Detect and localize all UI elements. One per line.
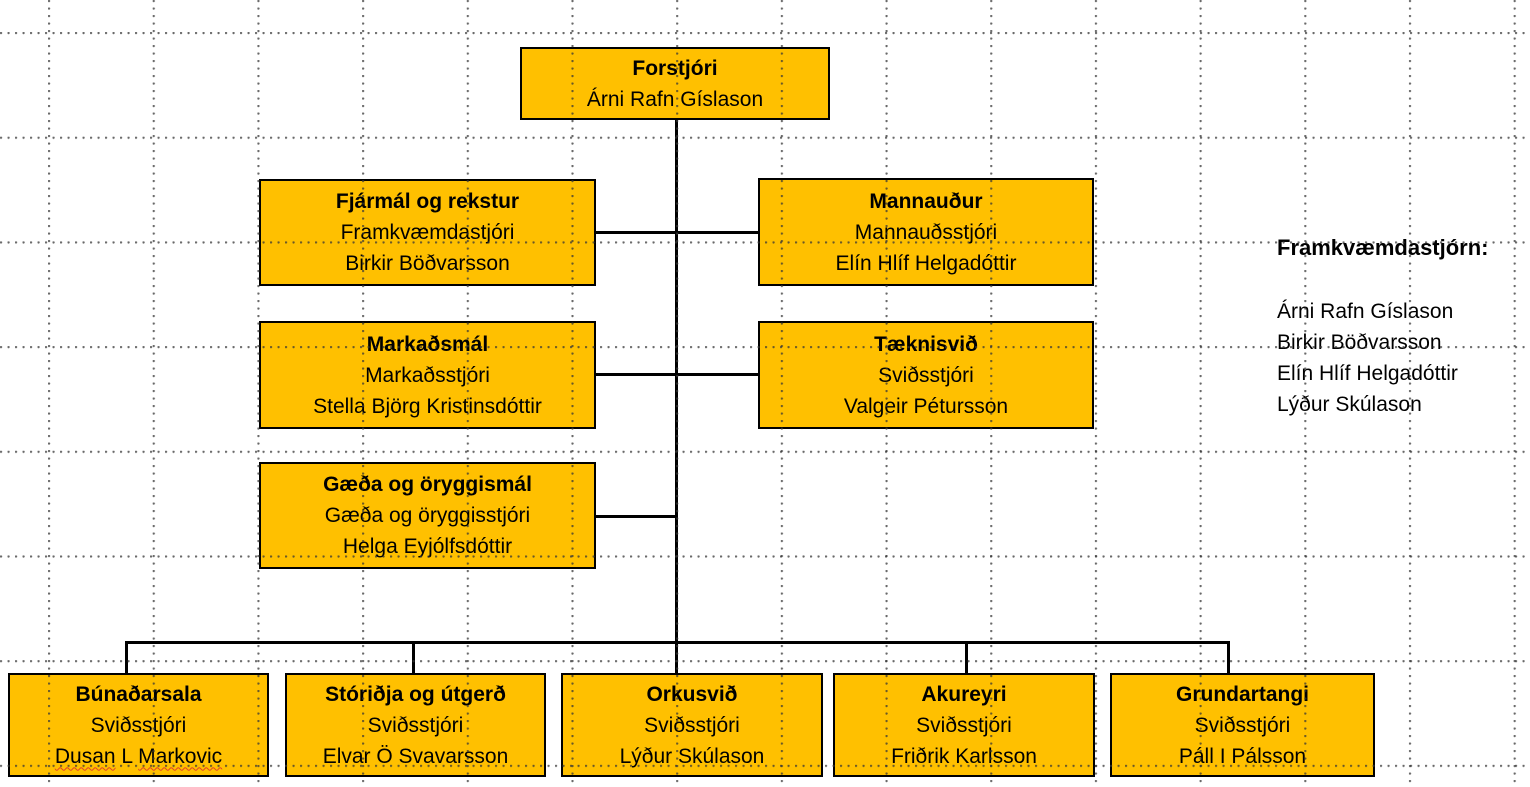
misspelled-word: Dusan (54, 744, 116, 768)
node-person: Elvar Ö Svavarsson (322, 744, 509, 768)
node-title: Orkusvið (646, 682, 738, 706)
connector-stub-akureyri (965, 641, 968, 673)
node-role: Sviðsstjóri (367, 713, 464, 737)
misspelled-word: Markovic (138, 744, 223, 768)
node-title: Fjármál og rekstur (335, 190, 520, 213)
node-title: Mannauður (869, 189, 983, 213)
node-role: Sviðsstjóri (644, 713, 740, 737)
node-role: Sviðsstjóri (90, 713, 187, 737)
node-title: Forstjóri (632, 56, 718, 80)
node-title: Stóriðja og útgerð (325, 682, 506, 706)
node-role: Sviðsstjóri (916, 713, 1012, 737)
node-person: Friðrik Karlsson (891, 744, 1037, 768)
node-person: Páll I Pálsson (1178, 744, 1307, 768)
connector-stub-storidja (412, 641, 415, 673)
org-node-bunadarsala[interactable]: Búnaðarsala Sviðsstjóri Dusan L Markovic (8, 673, 269, 777)
node-role: Mannauðsstjóri (854, 220, 998, 244)
connector-trunk (675, 120, 678, 673)
org-node-grundartangi[interactable]: Grundartangi Sviðsstjóri Páll I Pálsson (1110, 673, 1375, 777)
connector-gaeda-trunk (596, 515, 678, 518)
executive-board-member: Elín Hlíf Helgadóttir (1277, 362, 1458, 385)
node-person: Elín Hlíf Helgadóttir (835, 251, 1017, 275)
connector-stub-bunadarsala (125, 641, 128, 673)
node-title: Akureyri (921, 682, 1007, 706)
executive-board-member: Lýður Skúlason (1277, 393, 1422, 416)
org-node-mannaudur[interactable]: Mannauður Mannauðsstjóri Elín Hlíf Helga… (758, 178, 1094, 286)
org-node-akureyri[interactable]: Akureyri Sviðsstjóri Friðrik Karlsson (833, 673, 1095, 777)
org-node-taeknisvid[interactable]: Tæknisvið Sviðsstjóri Valgeir Pétursson (758, 321, 1094, 429)
node-role: Gæða og öryggisstjóri (324, 504, 531, 527)
executive-board-member: Birkir Böðvarsson (1277, 331, 1442, 354)
node-person: Birkir Böðvarsson (345, 252, 510, 275)
node-role: Markaðsstjóri (365, 363, 490, 387)
org-node-orkusvid[interactable]: Orkusvið Sviðsstjóri Lýður Skúlason (561, 673, 823, 777)
executive-board-heading: Framkvæmdastjórn: (1277, 235, 1489, 260)
node-title: Búnaðarsala (75, 682, 202, 706)
org-node-gaeda-og-oryggismal[interactable]: Gæða og öryggismál Gæða og öryggisstjóri… (259, 462, 596, 569)
name-middle-initial: L (121, 744, 133, 768)
node-role: Sviðsstjóri (878, 363, 974, 387)
org-node-storidja-og-utgerd[interactable]: Stóriðja og útgerð Sviðsstjóri Elvar Ö S… (285, 673, 546, 777)
node-person: Árni Rafn Gíslason (586, 87, 764, 111)
connector-stub-grundartangi (1227, 641, 1230, 673)
org-node-fjarmal-og-rekstur[interactable]: Fjármál og rekstur Framkvæmdastjóri Birk… (259, 179, 596, 286)
org-node-markadsmal[interactable]: Markaðsmál Markaðsstjóri Stella Björg Kr… (259, 321, 596, 429)
node-person: Valgeir Pétursson (843, 394, 1009, 418)
connector-fjarmal-mannaudur (596, 231, 758, 234)
connector-bottom-rail (125, 641, 1230, 644)
node-title: Gæða og öryggismál (323, 473, 532, 496)
node-person: Stella Björg Kristinsdóttir (313, 394, 542, 418)
executive-board-list: Framkvæmdastjórn: Árni Rafn Gíslason Bir… (1277, 232, 1489, 420)
org-node-forstjori[interactable]: Forstjóri Árni Rafn Gíslason (520, 47, 830, 120)
connector-markadsmal-taeknisvid (596, 373, 758, 376)
node-role: Framkvæmdastjóri (340, 221, 515, 244)
node-role: Sviðsstjóri (1194, 713, 1291, 737)
node-title: Grundartangi (1175, 682, 1309, 706)
node-title: Markaðsmál (366, 332, 489, 356)
node-person: Lýður Skúlason (619, 744, 765, 768)
node-person: Dusan L Markovic (55, 741, 222, 772)
node-person: Helga Eyjólfsdóttir (342, 535, 513, 558)
node-title: Tæknisvið (874, 332, 978, 356)
executive-board-member: Árni Rafn Gíslason (1277, 300, 1454, 323)
